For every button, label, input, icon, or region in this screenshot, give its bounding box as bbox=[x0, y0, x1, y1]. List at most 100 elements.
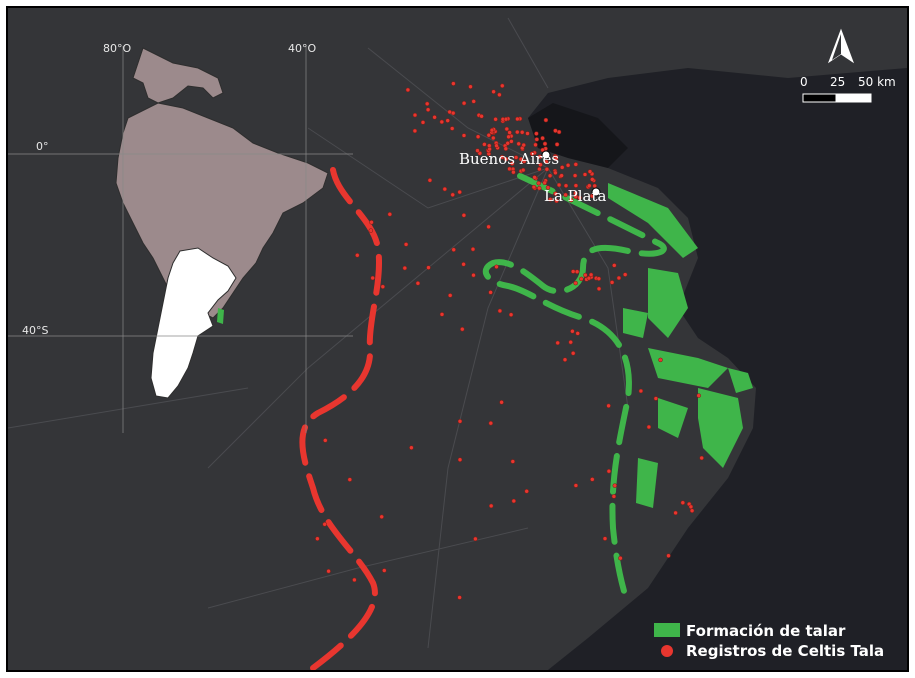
record-dot bbox=[508, 312, 514, 317]
record-dot bbox=[673, 510, 678, 516]
record-dot bbox=[568, 339, 573, 345]
talar-patches bbox=[608, 183, 753, 508]
north-arrow-icon bbox=[827, 28, 855, 64]
record-dot bbox=[533, 142, 538, 148]
record-dot bbox=[487, 143, 492, 148]
record-dot bbox=[529, 151, 535, 156]
inset-graticule bbox=[8, 46, 353, 433]
legend-label: Registros de Celtis Tala bbox=[686, 642, 884, 660]
inset-lon-label: 80°O bbox=[103, 42, 131, 55]
record-dot bbox=[542, 180, 547, 186]
legend-swatch-records bbox=[661, 645, 673, 657]
scale-bar: 0 25 50 km bbox=[800, 75, 896, 103]
record-dot bbox=[491, 135, 496, 141]
record-dot bbox=[646, 424, 652, 430]
record-dot bbox=[596, 276, 602, 281]
record-dot bbox=[479, 114, 484, 119]
record-dot bbox=[471, 99, 476, 104]
record-dot bbox=[568, 197, 574, 203]
record-dot bbox=[493, 117, 498, 122]
record-dot bbox=[499, 154, 505, 160]
legend: Formación de talar Registros de Celtis T… bbox=[654, 622, 884, 660]
record-dot bbox=[427, 178, 433, 183]
record-dot bbox=[573, 162, 579, 167]
record-dot bbox=[491, 89, 496, 94]
record-dot bbox=[540, 135, 545, 141]
record-dot bbox=[536, 180, 541, 186]
record-dot bbox=[504, 126, 510, 132]
record-dot bbox=[586, 275, 592, 281]
record-dot bbox=[425, 107, 431, 112]
record-dot bbox=[537, 166, 542, 172]
record-dot bbox=[509, 161, 515, 166]
record-dot bbox=[606, 403, 611, 409]
record-dot bbox=[315, 536, 320, 541]
record-dot bbox=[555, 340, 560, 346]
record-dot bbox=[521, 142, 526, 148]
ocean bbox=[528, 68, 907, 670]
record-dot bbox=[461, 133, 467, 138]
record-dot bbox=[323, 438, 328, 443]
record-dot bbox=[547, 173, 553, 178]
inset-highlight bbox=[217, 308, 224, 324]
record-dot bbox=[461, 262, 466, 267]
record-dot bbox=[542, 141, 548, 147]
record-dot bbox=[689, 508, 695, 513]
record-dot bbox=[409, 445, 414, 450]
record-dot bbox=[575, 331, 580, 336]
record-dot bbox=[532, 175, 537, 180]
record-dot bbox=[439, 119, 445, 125]
record-dot bbox=[612, 483, 618, 488]
record-dot bbox=[355, 253, 360, 258]
record-dot bbox=[606, 468, 612, 474]
record-dot bbox=[471, 272, 476, 278]
record-dot bbox=[590, 477, 595, 482]
record-dot bbox=[573, 183, 579, 188]
record-dot bbox=[688, 504, 694, 510]
tala-record-dots bbox=[315, 81, 704, 600]
record-dot bbox=[570, 351, 576, 356]
record-dot bbox=[588, 272, 594, 278]
record-dot bbox=[370, 275, 375, 281]
record-dot bbox=[460, 326, 465, 332]
record-dot bbox=[545, 185, 551, 190]
record-dot bbox=[618, 555, 623, 561]
record-dot bbox=[450, 192, 455, 198]
record-dot bbox=[447, 109, 452, 115]
record-dot bbox=[516, 141, 521, 147]
record-dot bbox=[699, 455, 704, 461]
record-dot bbox=[524, 489, 529, 494]
record-dot bbox=[494, 143, 499, 148]
record-dot bbox=[424, 101, 430, 107]
talar-boundary-line bbox=[482, 173, 667, 601]
record-dot bbox=[611, 494, 617, 499]
record-dot bbox=[579, 276, 584, 282]
record-dot bbox=[544, 159, 549, 165]
inset-lon-label: 40°O bbox=[288, 42, 316, 55]
scale-label: 25 bbox=[830, 75, 845, 89]
record-dot bbox=[553, 191, 558, 196]
record-dot bbox=[486, 224, 491, 230]
record-dot bbox=[420, 120, 426, 125]
record-dot bbox=[497, 308, 503, 314]
record-dot bbox=[382, 568, 387, 573]
record-dot bbox=[587, 183, 592, 188]
record-dot bbox=[616, 275, 622, 281]
record-dot bbox=[612, 263, 617, 268]
record-dot bbox=[553, 156, 559, 162]
record-dot bbox=[387, 212, 393, 217]
record-dot bbox=[510, 459, 516, 464]
scale-segment bbox=[835, 93, 872, 103]
record-dot bbox=[468, 84, 473, 89]
record-dot bbox=[380, 284, 386, 289]
record-dot bbox=[583, 272, 588, 278]
legend-label: Formación de talar bbox=[686, 622, 846, 640]
scale-label: 0 bbox=[800, 75, 808, 89]
record-dot bbox=[499, 400, 504, 405]
record-dot bbox=[457, 595, 462, 600]
record-dot bbox=[449, 126, 455, 131]
scale-label: 50 km bbox=[858, 75, 896, 89]
record-dot bbox=[445, 118, 450, 123]
record-dot bbox=[572, 173, 578, 178]
record-dot bbox=[412, 112, 418, 118]
